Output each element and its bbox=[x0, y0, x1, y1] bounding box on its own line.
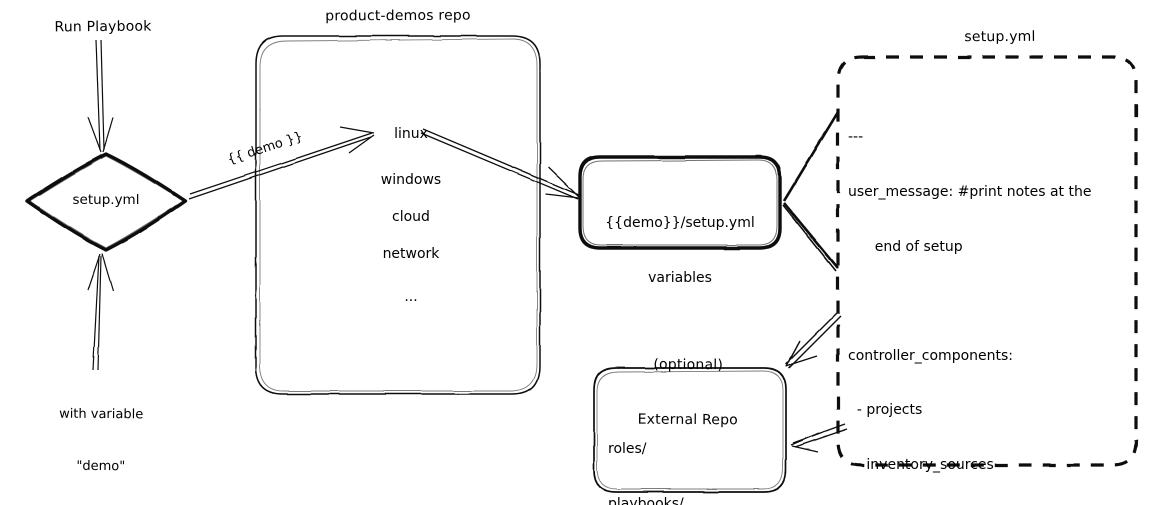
run-playbook-label: Run Playbook bbox=[54, 18, 152, 36]
repo-item-cloud[interactable]: cloud bbox=[392, 209, 430, 225]
repo-item-linux[interactable]: linux bbox=[394, 126, 428, 142]
repo-item-network[interactable]: network bbox=[382, 246, 440, 262]
connector-setup-to-vars-lower bbox=[782, 202, 839, 272]
decision-label: setup.yml bbox=[72, 192, 140, 208]
repo-item-windows[interactable]: windows bbox=[380, 172, 442, 188]
setup-yml-line-1: user_message: #print notes at the bbox=[848, 183, 1092, 200]
external-repo-item-roles[interactable]: roles/ bbox=[608, 440, 647, 457]
setup-yml-line-0: --- bbox=[848, 129, 864, 146]
with-variable-line2: "demo" bbox=[76, 458, 126, 474]
repo-caption: product-demos repo bbox=[325, 7, 471, 25]
vars-node-line1: {{demo}}/setup.yml bbox=[605, 214, 755, 231]
external-repo-items: roles/ playbooks/ .... bbox=[608, 403, 778, 505]
external-repo-caption-line1: (optional) bbox=[653, 356, 724, 374]
vars-node-label: {{demo}}/setup.yml variables bbox=[586, 177, 774, 325]
arrow-run-playbook bbox=[87, 39, 114, 153]
with-variable-line1: with variable bbox=[59, 407, 144, 423]
setup-yml-line-3 bbox=[848, 292, 1138, 310]
setup-yml-caption: setup.yml bbox=[964, 28, 1036, 46]
setup-yml-body: --- user_message: #print notes at the en… bbox=[848, 92, 1138, 505]
setup-yml-line-4: controller_components: bbox=[848, 347, 1013, 364]
setup-yml-line-2: end of setup bbox=[848, 238, 963, 255]
with-variable-label: with variable "demo" bbox=[26, 371, 177, 505]
edge-label-demo-expression: {{ demo }} bbox=[225, 129, 305, 168]
connector-setup-to-vars-upper bbox=[782, 111, 840, 202]
setup-yml-line-6: - inventory_sources bbox=[848, 456, 994, 473]
vars-node-line2: variables bbox=[648, 270, 712, 287]
external-repo-item-playbooks[interactable]: playbooks/ bbox=[608, 496, 684, 505]
repo-item-ellipsis: ... bbox=[404, 289, 418, 305]
arrow-with-variable bbox=[87, 253, 114, 371]
arrow-job-templates-to-external-repo bbox=[790, 423, 848, 453]
setup-yml-line-5: - projects bbox=[848, 402, 923, 419]
arrow-projects-to-external-repo bbox=[785, 311, 842, 369]
